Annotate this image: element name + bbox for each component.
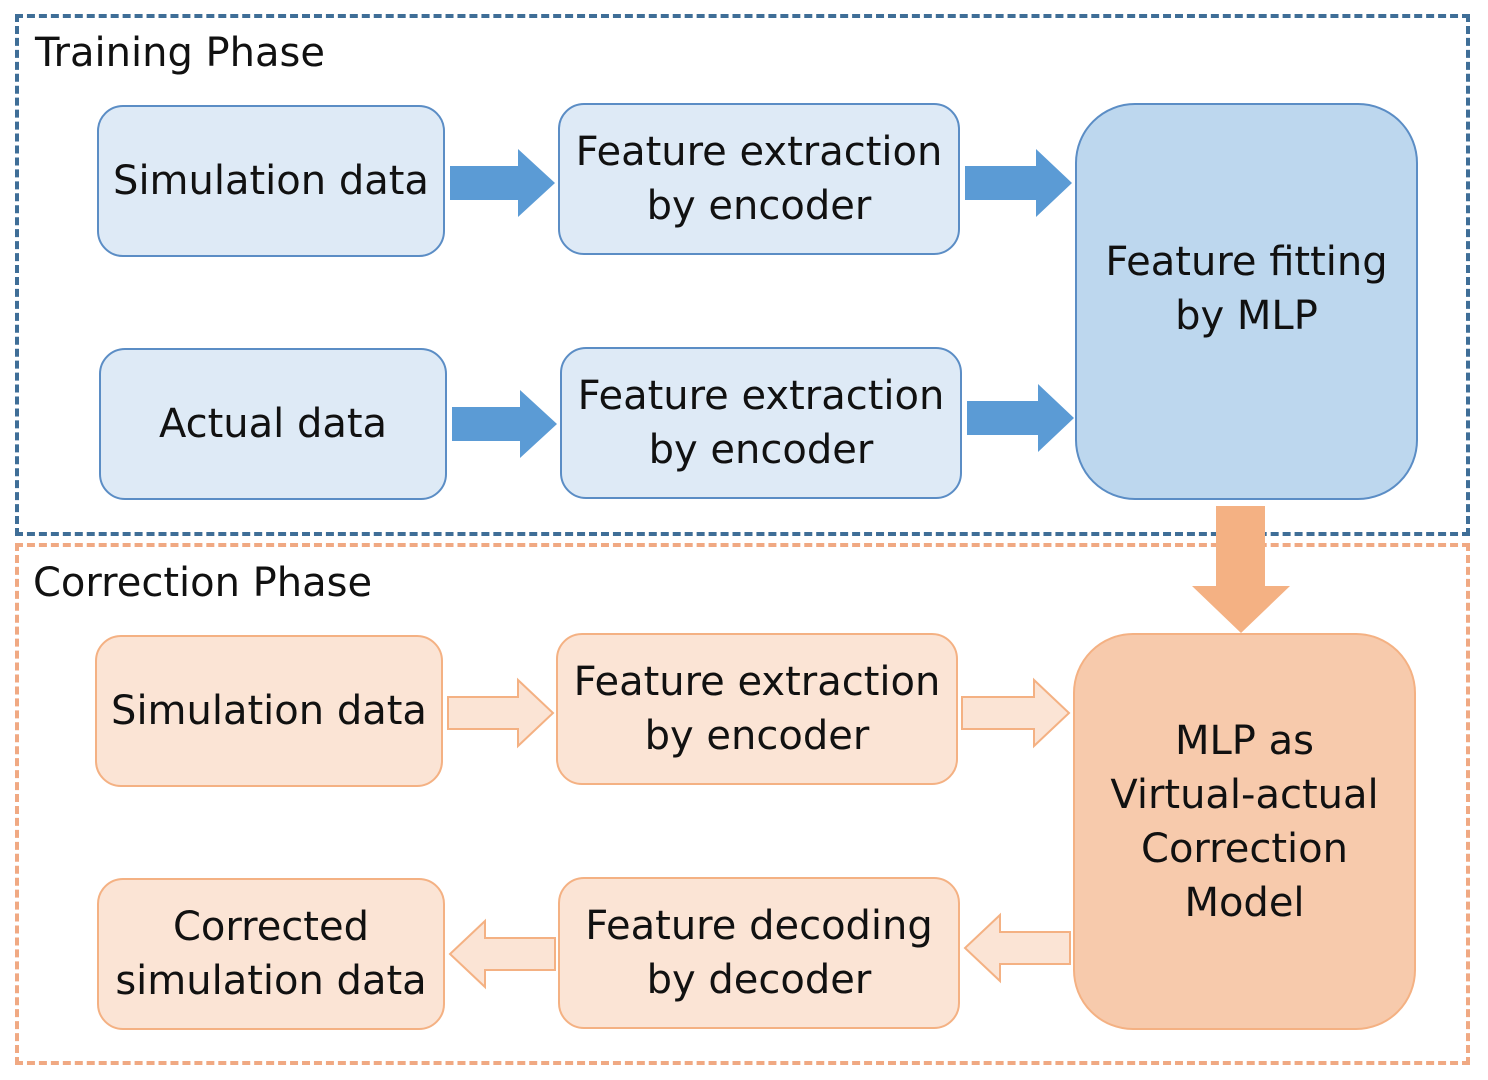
training-simulation-data-box: Simulation data (97, 105, 445, 257)
correction-decoder-label: Feature decoding by decoder (585, 903, 933, 1003)
correction-phase-frame (15, 543, 1470, 1065)
training-phase-title: Training Phase (35, 30, 325, 76)
correction-simulation-data-label: Simulation data (111, 688, 427, 734)
training-phase-frame (15, 14, 1470, 536)
arrow-encoder-to-model-icon (961, 677, 1071, 749)
correction-mlp-model-label: MLP as Virtual-actual Correction Model (1110, 717, 1379, 926)
correction-simulation-data-box: Simulation data (95, 635, 443, 787)
training-encoder-box-2: Feature extraction by encoder (560, 347, 962, 499)
arrow-transfer-down-icon (1192, 506, 1290, 633)
training-encoder-label-2: Feature extraction by encoder (577, 373, 945, 473)
arrow-encoder1-to-mlp-icon (965, 149, 1072, 217)
correction-encoder-label: Feature extraction by encoder (573, 659, 941, 759)
arrow-sim-to-encoder-icon (450, 149, 555, 217)
training-mlp-box: Feature fitting by MLP (1075, 103, 1418, 500)
corrected-simulation-data-box: Corrected simulation data (97, 878, 445, 1030)
training-encoder-label-1: Feature extraction by encoder (575, 129, 943, 229)
training-actual-data-label: Actual data (158, 401, 388, 447)
arrow-model-to-decoder-icon (963, 912, 1071, 984)
training-mlp-label: Feature fitting by MLP (1105, 239, 1388, 339)
arrow-actual-to-encoder-icon (452, 390, 557, 458)
training-actual-data-box: Actual data (99, 348, 447, 500)
training-encoder-box-1: Feature extraction by encoder (558, 103, 960, 255)
correction-encoder-box: Feature extraction by encoder (556, 633, 958, 785)
arrow-encoder2-to-mlp-icon (967, 384, 1074, 452)
corrected-simulation-data-label: Corrected simulation data (115, 904, 427, 1004)
correction-decoder-box: Feature decoding by decoder (558, 877, 960, 1029)
arrow-decoder-to-corrected-icon (448, 918, 556, 990)
training-simulation-data-label: Simulation data (113, 158, 429, 204)
correction-mlp-model-box: MLP as Virtual-actual Correction Model (1073, 633, 1416, 1030)
arrow-sim-to-encoder-correction-icon (447, 677, 555, 749)
correction-phase-title: Correction Phase (33, 560, 373, 606)
